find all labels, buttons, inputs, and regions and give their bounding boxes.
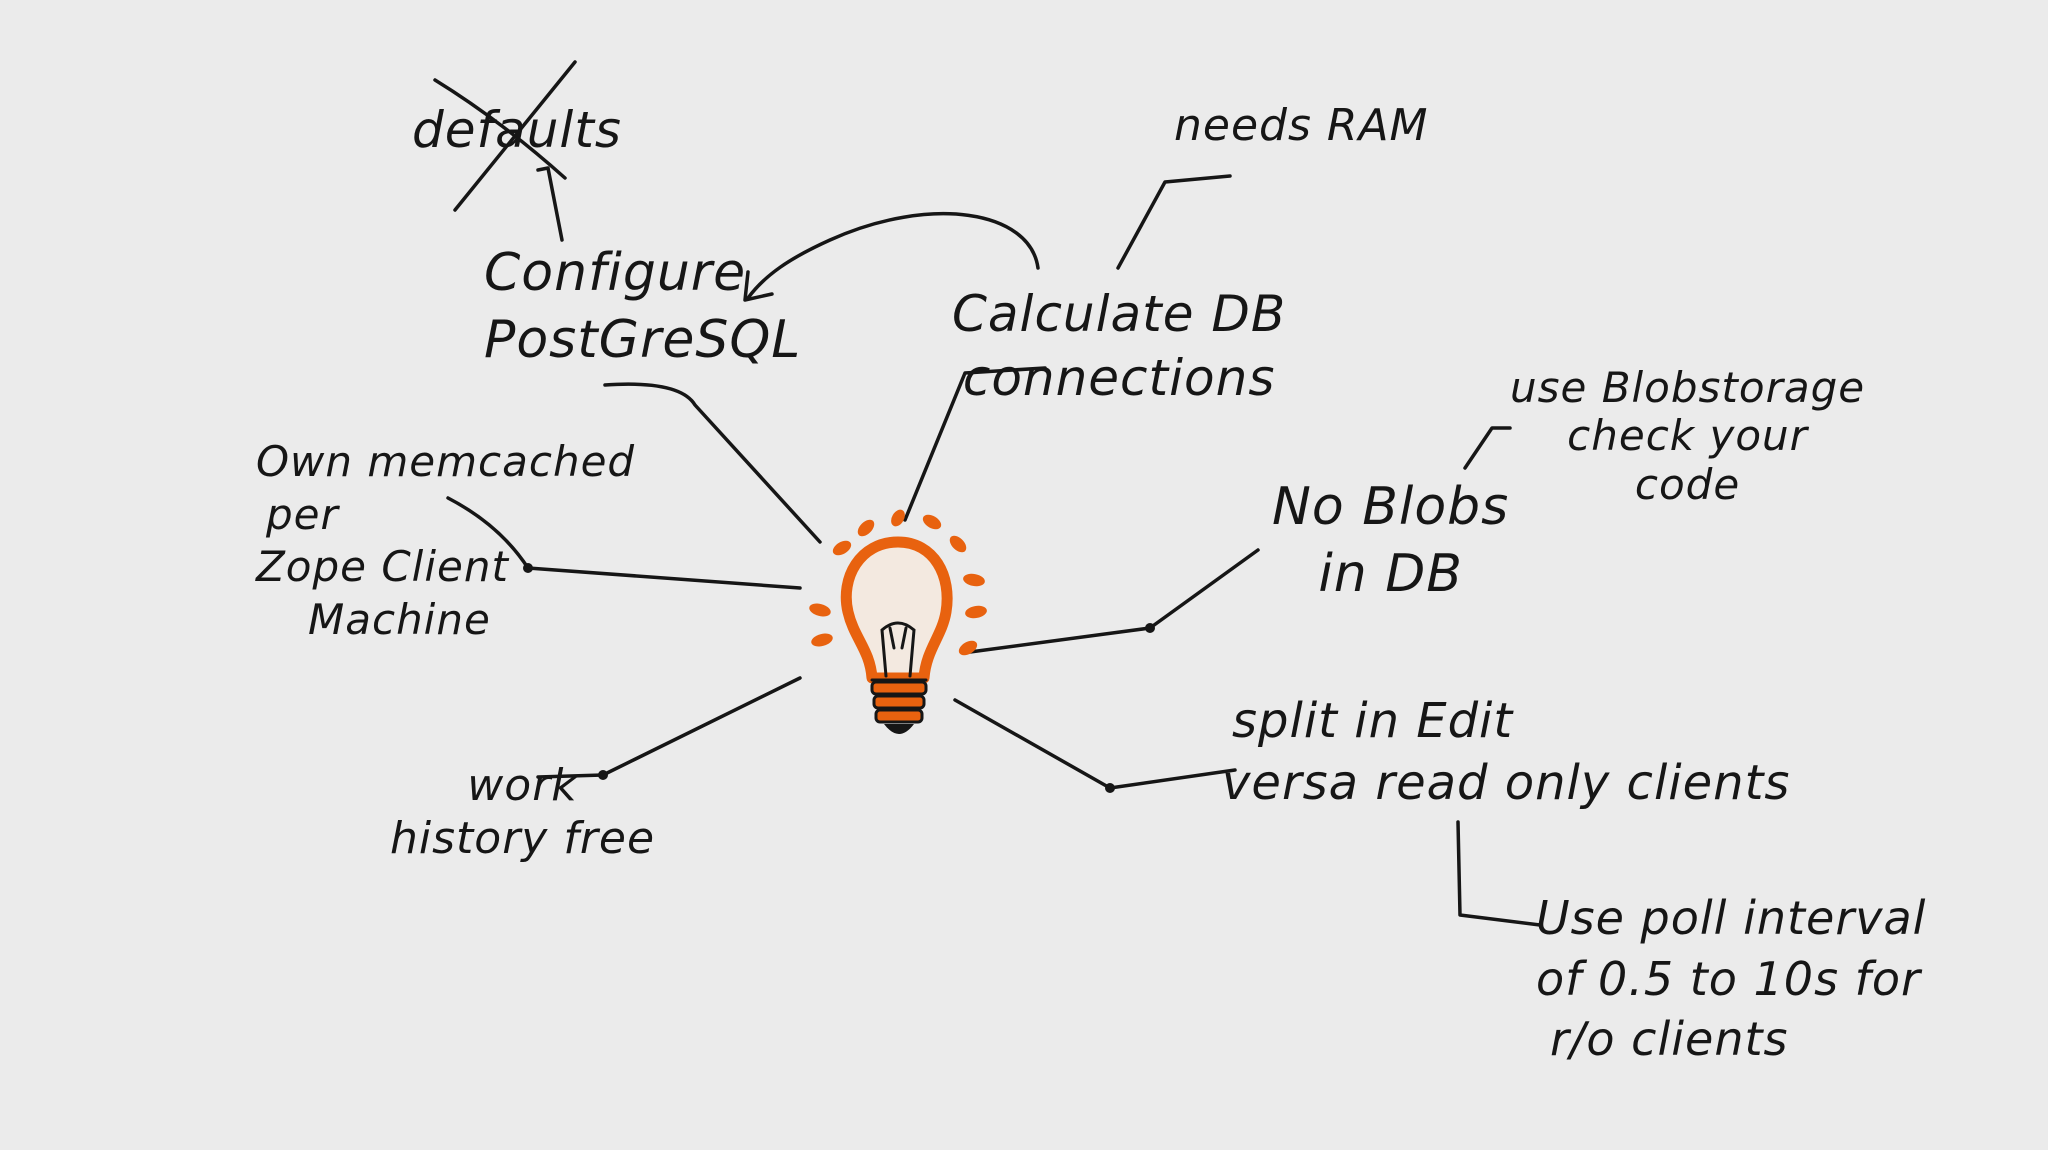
junction-dot (1105, 783, 1115, 793)
node-own-memcached-line: Own memcached (256, 437, 636, 486)
node-blobstorage-line: code (1634, 459, 1741, 509)
connector-blobstorage-noblobs (1463, 426, 1512, 470)
node-calculate-db-line: connections (962, 349, 1276, 407)
node-work-history-line: history free (390, 812, 656, 864)
junction-dot (523, 563, 533, 573)
node-work-history: work history free (390, 760, 655, 866)
node-configure-postgres-line: PostGreSQL (484, 309, 802, 370)
node-poll-interval: Use poll interval of 0.5 to 10s for r/o … (1536, 888, 1926, 1070)
node-configure-postgres: Configure PostGreSQL (484, 240, 801, 373)
node-needs-ram: needs RAM (1174, 98, 1429, 154)
arrow-calculate-configure (746, 211, 1040, 300)
cross-out-mark (433, 60, 577, 212)
node-poll-interval-line: r/o clients (1550, 1012, 1789, 1067)
node-own-memcached-line: Zope Client (256, 542, 509, 591)
connector-configure-bulb (603, 382, 822, 544)
node-split: split in Edit versa read only clients (1222, 690, 1790, 815)
node-no-blobs-line: in DB (1318, 543, 1463, 604)
node-configure-postgres-line: Configure (484, 243, 747, 303)
node-blobstorage-line: use Blobstorage (1510, 363, 1866, 412)
node-defaults: defaults (412, 98, 622, 162)
node-blobstorage-line: check your (1567, 411, 1808, 461)
junction-dot (598, 770, 608, 780)
node-poll-interval-line: Use poll interval (1536, 891, 1927, 945)
junction-dot (1145, 623, 1155, 633)
node-no-blobs: No Blobs in DB (1272, 474, 1509, 607)
node-split-line: split in Edit (1232, 693, 1514, 749)
node-own-memcached: Own memcached per Zope Client Machine (256, 436, 635, 646)
node-calculate-db: Calculate DB connections (952, 282, 1286, 410)
node-blobstorage: use Blobstorage check your code (1510, 363, 1866, 509)
node-work-history-line: work (467, 760, 578, 811)
node-defaults-line: defaults (412, 101, 622, 159)
connector-split-poll (1456, 820, 1542, 927)
node-calculate-db-line: Calculate DB (952, 285, 1287, 343)
node-own-memcached-line: per (266, 489, 339, 539)
connector-defaults-configure (536, 166, 564, 242)
node-own-memcached-line: Machine (308, 594, 491, 644)
node-poll-interval-line: of 0.5 to 10s for (1536, 951, 1921, 1006)
arrowhead (743, 270, 774, 302)
node-split-line: versa read only clients (1222, 755, 1791, 812)
lightbulb-icon (809, 509, 987, 734)
node-no-blobs-line: No Blobs (1272, 477, 1510, 537)
connector-noblobs-bulb (968, 548, 1260, 654)
connector-calculate-bulb (903, 366, 1047, 522)
connector-calculate-ram (1116, 174, 1232, 270)
node-needs-ram-line: needs RAM (1174, 100, 1429, 151)
